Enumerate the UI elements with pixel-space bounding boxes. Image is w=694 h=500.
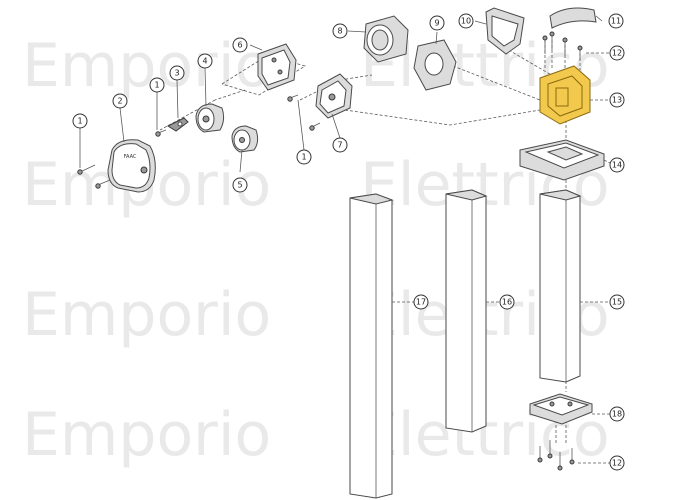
svg-text:7: 7	[337, 141, 342, 150]
svg-text:2: 2	[117, 97, 122, 106]
part-17-column	[349, 193, 394, 499]
svg-text:8: 8	[337, 27, 342, 36]
watermark-word: Emporio	[22, 31, 271, 101]
part-14-collar	[519, 139, 605, 181]
svg-text:10: 10	[461, 17, 471, 26]
svg-text:4: 4	[202, 57, 207, 66]
svg-text:12: 12	[612, 49, 622, 58]
part-11-cap	[549, 7, 597, 29]
callout-1: 1	[296, 149, 312, 165]
part-13-bracket-highlighted	[539, 65, 591, 125]
svg-text:9: 9	[434, 19, 439, 28]
svg-text:1: 1	[154, 81, 159, 90]
part-7-housing	[315, 73, 353, 119]
svg-text:1: 1	[77, 117, 82, 126]
callout-2: 2	[112, 93, 128, 109]
part-4-lock-body	[195, 103, 225, 133]
callout-leaders	[79, 15, 611, 464]
watermark: Emporio Elettrico Emporio Elettrico Empo…	[22, 31, 610, 470]
svg-text:6: 6	[237, 41, 242, 50]
callout-12: 12	[609, 455, 625, 471]
svg-text:5: 5	[237, 181, 242, 190]
svg-text:13: 13	[612, 96, 622, 105]
part-2-front-cover: FAAC	[107, 139, 156, 193]
callout-14: 14	[609, 157, 625, 173]
callout-18: 18	[609, 406, 625, 422]
screws-left	[77, 94, 321, 189]
svg-text:3: 3	[174, 69, 179, 78]
callout-8: 8	[332, 23, 348, 39]
part-8-sleeve	[363, 15, 409, 63]
part-9-square-plate	[413, 39, 457, 91]
svg-text:18: 18	[612, 410, 622, 419]
callout-3: 3	[169, 65, 185, 81]
svg-text:16: 16	[502, 298, 512, 307]
part-12-screws-top	[542, 31, 583, 60]
watermark-word: Emporio	[22, 280, 271, 350]
callout-12: 12	[609, 45, 625, 61]
svg-text:17: 17	[416, 298, 426, 307]
callout-6: 6	[232, 37, 248, 53]
part-15-column	[539, 189, 582, 383]
part-10-top-cover	[485, 7, 525, 55]
svg-text:14: 14	[612, 161, 622, 170]
callout-9: 9	[429, 15, 445, 31]
svg-text:12: 12	[612, 459, 622, 468]
callout-7: 7	[332, 137, 348, 153]
part-2-brand-label: FAAC	[124, 154, 137, 160]
callout-11: 11	[608, 13, 624, 29]
callout-10: 10	[458, 13, 474, 29]
callout-16: 16	[499, 294, 515, 310]
callout-1: 1	[149, 77, 165, 93]
svg-text:15: 15	[612, 298, 622, 307]
callout-17: 17	[413, 294, 429, 310]
part-16-column	[445, 189, 488, 433]
part-12-screws-bottom	[537, 440, 575, 471]
part-5-cap	[231, 125, 259, 153]
callout-1: 1	[72, 113, 88, 129]
callout-13: 13	[609, 92, 625, 108]
callout-5: 5	[232, 177, 248, 193]
callout-15: 15	[609, 294, 625, 310]
svg-text:11: 11	[611, 17, 621, 26]
callout-4: 4	[197, 53, 213, 69]
watermark-word: Emporio	[22, 400, 271, 470]
part-6-mounting-plate	[257, 43, 297, 91]
part-18-base-plate	[529, 393, 593, 425]
part-3-key	[166, 117, 189, 132]
svg-text:1: 1	[301, 153, 306, 162]
